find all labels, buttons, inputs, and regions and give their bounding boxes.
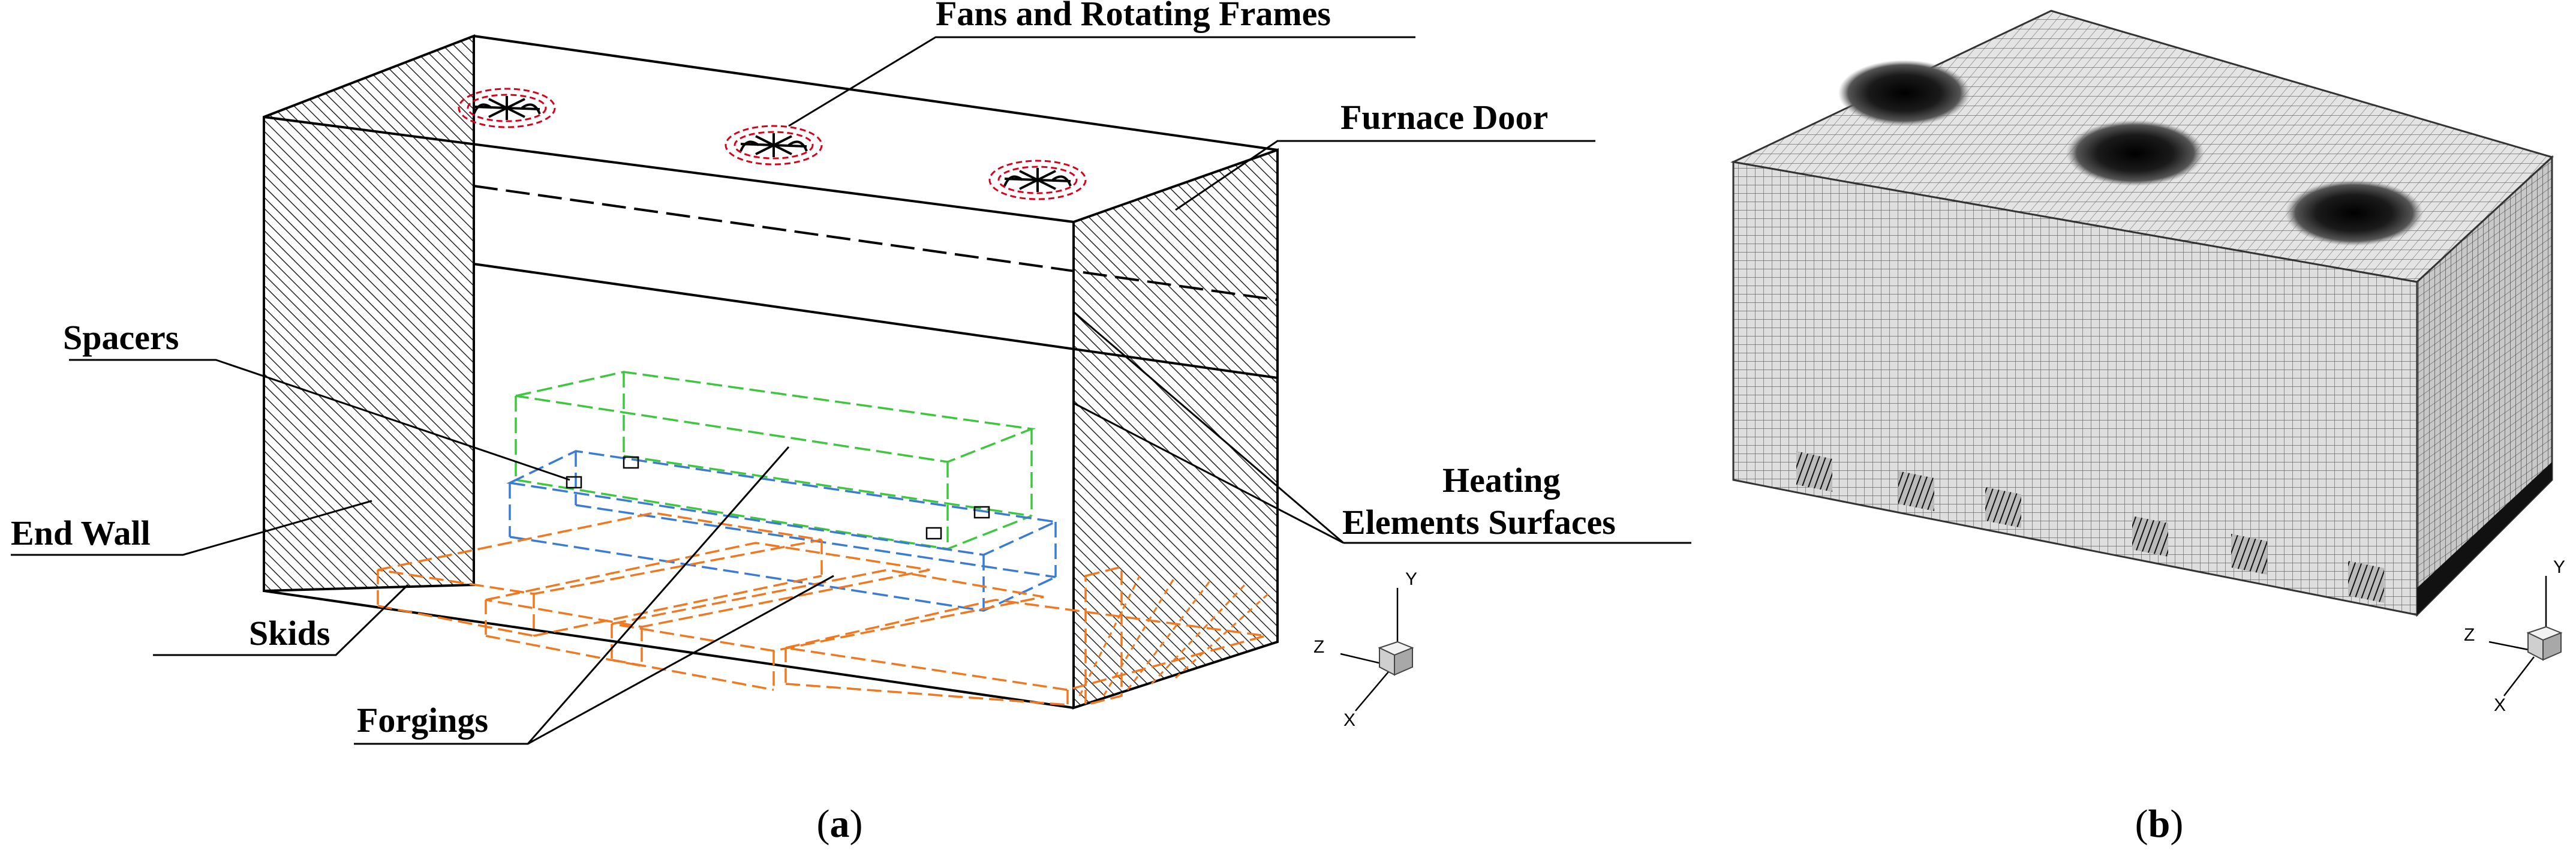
label-fans-and-rotating-frames: Fans and Rotating Frames	[936, 0, 1331, 33]
axis-label-y: Y	[1405, 569, 1417, 589]
axis-label-z: Z	[1313, 637, 1324, 657]
mesh-skid-regions	[1796, 451, 2384, 603]
panel-a-schematic: Fans and Rotating Frames Furnace Door Sp…	[11, 0, 1691, 846]
right-furnace-door	[1072, 148, 1279, 710]
panel-b-mesh: Y Z X (b)	[1730, 10, 2565, 846]
axis-label-x: X	[1343, 710, 1355, 730]
label-forgings: Forgings	[357, 701, 488, 740]
caption-a: (a)	[817, 802, 863, 846]
axis-label-x-b: X	[2494, 695, 2506, 715]
skids-orange	[377, 512, 1266, 707]
axis-label-y-b: Y	[2553, 557, 2565, 577]
label-furnace-door: Furnace Door	[1340, 98, 1548, 137]
forging-blue	[506, 450, 1060, 612]
furnace-box-edges	[263, 35, 1278, 709]
axis-triad-a: Y Z X	[1313, 569, 1417, 730]
axis-triad-b: Y Z X	[2464, 557, 2565, 715]
spacer-marks	[566, 456, 990, 540]
label-spacers: Spacers	[63, 318, 179, 357]
axis-label-z-b: Z	[2464, 625, 2475, 645]
fan-and-rotating-frame	[458, 88, 1087, 200]
mesh-fan-regions	[1838, 60, 2423, 246]
skid-hatch-orange	[1078, 575, 1273, 696]
mesh-side-dense-bottom	[2417, 462, 2552, 615]
label-heating-line2: Elements Surfaces	[1342, 503, 1616, 542]
label-heating-line1: Heating	[1442, 461, 1561, 500]
left-end-wall	[263, 34, 475, 593]
caption-b: (b)	[2135, 802, 2184, 846]
label-skids: Skids	[249, 614, 330, 653]
label-end-wall: End Wall	[11, 513, 151, 552]
leader-lines	[11, 36, 1691, 745]
fan-blades	[473, 96, 1072, 192]
